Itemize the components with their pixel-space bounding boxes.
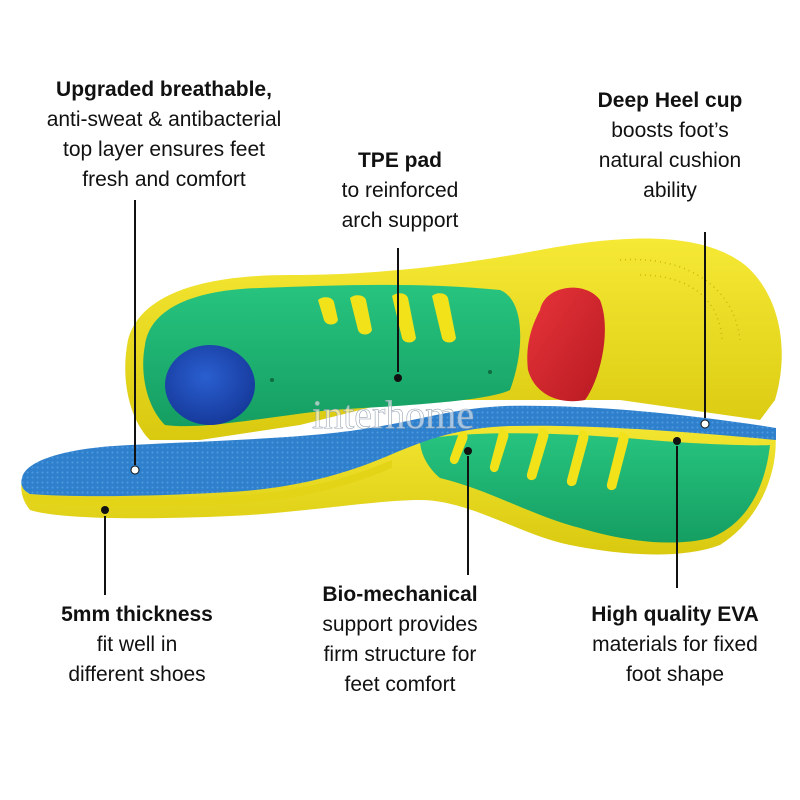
callout-bio-mechanical-line: firm structure for [323, 643, 477, 666]
side-ribs [449, 428, 629, 491]
callout-thickness-line: fit well in [96, 633, 178, 656]
callout-heel-cup-heading: Deep Heel cup [597, 89, 743, 112]
callout-tpe-pad-heading: TPE pad [357, 149, 442, 172]
callout-heel-cup-line: ability [643, 179, 697, 202]
front-insole-green-arch [420, 433, 770, 543]
callout-bio-mechanical-line: feet comfort [344, 673, 456, 696]
front-insole [21, 405, 777, 555]
dot-tpe-pad [394, 374, 402, 382]
callout-thickness-heading: 5mm thickness [61, 603, 213, 626]
callout-eva-heading: High quality EVA [591, 603, 759, 626]
callout-tpe-pad: TPE pad to reinforced arch support [300, 146, 500, 236]
callout-top-layer-heading: Upgraded breathable, [56, 78, 272, 101]
callout-thickness: 5mm thickness fit well in different shoe… [22, 600, 252, 690]
callout-bio-mechanical: Bio-mechanical support provides firm str… [290, 580, 510, 700]
callout-eva-line: materials for fixed [592, 633, 758, 656]
dot-heel-cup [700, 419, 710, 429]
callout-bio-mechanical-line: support provides [322, 613, 478, 636]
blue-forefoot-pad [165, 345, 255, 425]
callout-heel-cup: Deep Heel cup boosts foot’s natural cush… [560, 86, 780, 206]
callout-heel-cup-line: boosts foot’s [611, 119, 729, 142]
callout-tpe-pad-line: arch support [341, 209, 459, 232]
callout-heel-cup-line: natural cushion [598, 149, 742, 172]
callout-eva: High quality EVA materials for fixed foo… [560, 600, 790, 690]
leader-lines [104, 200, 706, 595]
back-insole [125, 238, 782, 440]
dot-eva [673, 437, 681, 445]
dot-thickness [101, 506, 109, 514]
dot-top-layer [130, 465, 140, 475]
leader-dots [101, 374, 710, 514]
callout-tpe-pad-line: to reinforced [341, 179, 459, 202]
callout-top-layer: Upgraded breathable, anti-sweat & antiba… [14, 75, 314, 195]
watermark: interhome [312, 392, 474, 437]
callout-top-layer-line: top layer ensures feet [63, 138, 265, 161]
callout-top-layer-line: fresh and comfort [82, 168, 246, 191]
red-heel-pad [527, 287, 605, 402]
dot-bio-mechanical [464, 447, 472, 455]
callout-bio-mechanical-heading: Bio-mechanical [322, 583, 478, 606]
callout-eva-line: foot shape [625, 663, 725, 686]
callout-top-layer-line: anti-sweat & antibacterial [46, 108, 282, 131]
blue-mesh-top-layer [21, 405, 777, 497]
callout-thickness-line: different shoes [68, 663, 206, 686]
